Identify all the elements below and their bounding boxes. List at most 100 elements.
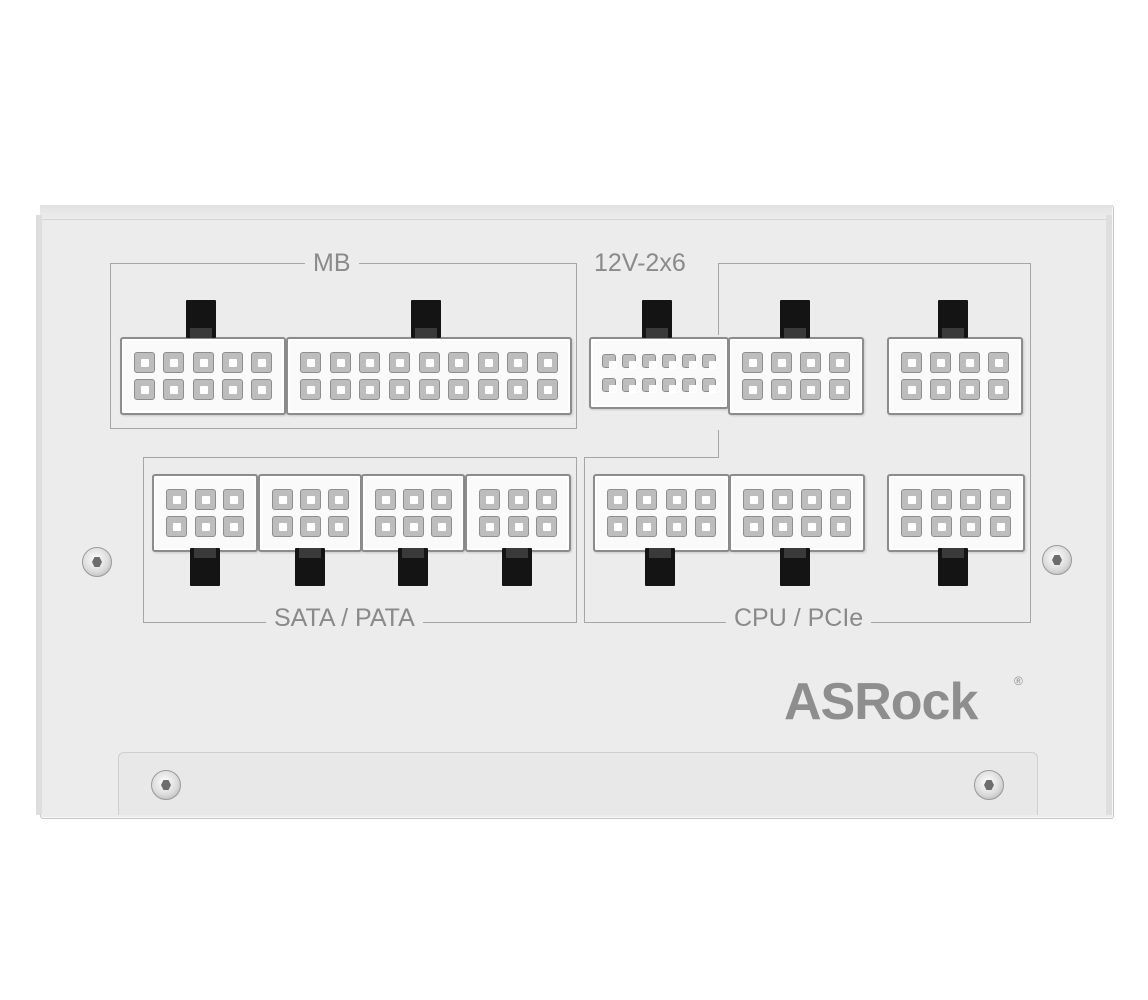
pin-contact <box>507 489 529 510</box>
pin-contact <box>271 516 293 537</box>
pin-contact <box>829 352 850 373</box>
pin-contact <box>299 516 321 537</box>
pin-contact <box>662 378 677 393</box>
pin-contact <box>477 352 499 373</box>
asrock-logo: ASRock <box>784 673 978 731</box>
v12-label: 12V-2x6 <box>586 249 694 277</box>
pin-contact <box>163 352 185 373</box>
sata-label: SATA / PATA <box>266 604 423 632</box>
pin-contact <box>694 516 716 537</box>
pin-contact <box>507 352 529 373</box>
pin-contact <box>801 489 822 510</box>
cpu-connector-2-latch <box>780 548 810 586</box>
pin-contact <box>448 379 470 400</box>
pin-contact <box>507 379 529 400</box>
pin-contact <box>477 379 499 400</box>
registered-mark: ® <box>1014 674 1023 688</box>
pin-contact <box>772 516 793 537</box>
pin-contact <box>682 378 697 393</box>
pin-contact <box>602 354 617 369</box>
pin-contact <box>374 489 396 510</box>
pin-contact <box>388 352 410 373</box>
pin-contact <box>694 489 716 510</box>
pin-contact <box>165 489 187 510</box>
pin-contact <box>607 516 629 537</box>
sata-connector-1-latch <box>190 548 220 586</box>
pin-contact <box>989 489 1011 510</box>
pin-contact <box>636 489 658 510</box>
pin-contact <box>702 378 717 393</box>
pin-contact <box>300 379 322 400</box>
pin-contact <box>830 516 851 537</box>
pin-contact <box>223 516 245 537</box>
pin-contact <box>448 352 470 373</box>
pin-contact <box>507 516 529 537</box>
pin-contact <box>192 352 214 373</box>
mb-connector-10pin-latch <box>186 300 216 338</box>
pin-contact <box>163 379 185 400</box>
sata-connector-4 <box>465 474 571 552</box>
bottom-plate <box>118 752 1038 815</box>
pin-contact <box>801 516 822 537</box>
pin-contact <box>478 489 500 510</box>
pin-contact <box>665 489 687 510</box>
pin-contact <box>988 352 1009 373</box>
pin-contact <box>327 489 349 510</box>
mb-connector-10pin <box>120 337 286 415</box>
psu-left-lip <box>36 215 42 815</box>
sata-connector-3-latch <box>398 548 428 586</box>
pin-contact <box>622 378 637 393</box>
pin-contact <box>636 516 658 537</box>
cpu-connector-1-latch <box>645 548 675 586</box>
pin-contact <box>743 516 764 537</box>
pin-contact <box>402 516 424 537</box>
pin-contact <box>359 352 381 373</box>
mb-connector-18pin-latch <box>411 300 441 338</box>
pin-contact <box>930 379 951 400</box>
pin-contact <box>742 352 763 373</box>
pin-contact <box>221 379 243 400</box>
pin-contact <box>430 489 452 510</box>
v12-connector-8pin-a-latch <box>780 300 810 338</box>
mb-label: MB <box>305 249 359 277</box>
cpu-connector-3 <box>887 474 1025 552</box>
v12-connector-8pin-b-latch <box>938 300 968 338</box>
pin-contact <box>250 352 272 373</box>
pin-contact <box>901 352 922 373</box>
mb-connector-18pin <box>286 337 572 415</box>
pin-contact <box>327 516 349 537</box>
pin-contact <box>194 489 216 510</box>
sata-connector-2-latch <box>295 548 325 586</box>
pin-contact <box>988 379 1009 400</box>
pin-contact <box>642 354 657 369</box>
pin-contact <box>642 378 657 393</box>
pin-contact <box>829 379 850 400</box>
pin-contact <box>960 489 982 510</box>
screw-bottom-left-icon <box>151 770 181 800</box>
pin-contact <box>134 352 156 373</box>
pin-contact <box>959 352 980 373</box>
sata-connector-3 <box>361 474 465 552</box>
screw-left-icon <box>82 547 112 577</box>
pin-contact <box>165 516 187 537</box>
pin-contact <box>194 516 216 537</box>
pin-contact <box>622 354 637 369</box>
pin-contact <box>221 352 243 373</box>
pin-contact <box>960 516 982 537</box>
cpu-connector-2 <box>729 474 865 552</box>
pin-contact <box>959 379 980 400</box>
pin-contact <box>271 489 293 510</box>
pin-contact <box>418 352 440 373</box>
pin-contact <box>250 379 272 400</box>
pin-contact <box>665 516 687 537</box>
pin-contact <box>329 379 351 400</box>
pin-contact <box>300 352 322 373</box>
pin-contact <box>742 379 763 400</box>
pin-contact <box>800 379 821 400</box>
screw-right-icon <box>1042 545 1072 575</box>
pin-contact <box>989 516 1011 537</box>
pin-contact <box>662 354 677 369</box>
cpu-connector-3-latch <box>938 548 968 586</box>
v12-connector-8pin-b <box>887 337 1023 415</box>
pin-contact <box>388 379 410 400</box>
